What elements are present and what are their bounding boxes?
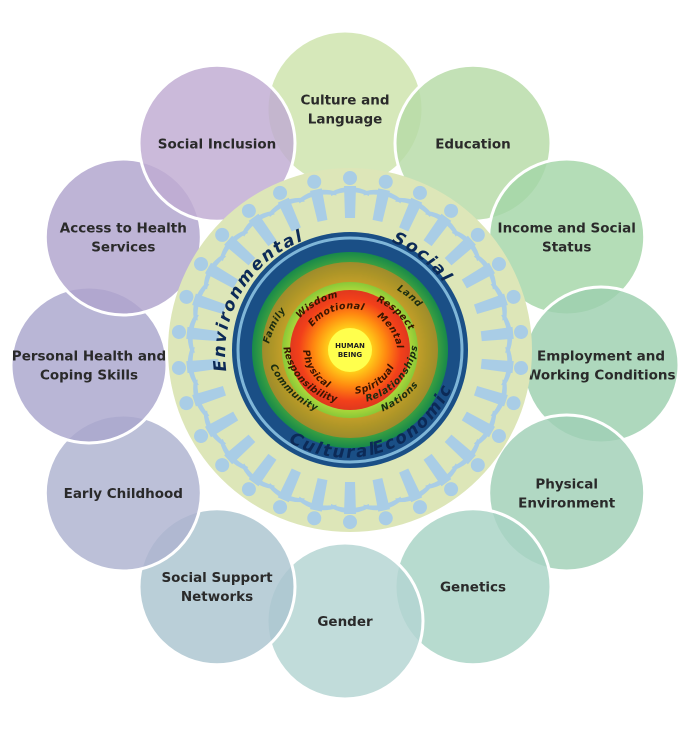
factor-social-inclusion: Social Inclusion xyxy=(137,63,297,223)
person-figure xyxy=(473,379,521,417)
factor-label-employment-and-working-conditions-line-2: Working Conditions xyxy=(526,368,675,384)
factor-circle-social-inclusion xyxy=(137,63,297,223)
factor-label-physical-environment-line-2: Environment xyxy=(518,496,616,512)
factor-genetics: Genetics xyxy=(393,507,553,667)
person-figure xyxy=(179,283,227,321)
person-figure xyxy=(179,379,227,417)
factor-label-genetics-line-1: Genetics xyxy=(440,580,506,596)
factor-label-early-childhood-line-1: Early Childhood xyxy=(64,486,183,502)
center-label-line-2: BEING xyxy=(338,351,363,359)
factor-label-culture-and-language-line-2: Language xyxy=(308,112,383,128)
factor-early-childhood: Early Childhood xyxy=(43,413,203,573)
person-figure xyxy=(268,468,305,515)
factor-label-culture-and-language-line-1: Culture and xyxy=(300,93,389,109)
person-figure xyxy=(331,171,369,218)
central-emblem: Environmental Social Cultural Economic F… xyxy=(168,168,532,532)
factor-label-physical-environment-line-1: Physical xyxy=(535,477,598,493)
person-figure xyxy=(395,185,432,232)
factor-label-income-and-social-status-line-2: Status xyxy=(542,240,591,256)
person-figure xyxy=(171,314,220,353)
factor-label-social-support-networks-line-1: Social Support xyxy=(161,570,273,586)
person-figure xyxy=(268,185,305,232)
values-ring xyxy=(262,262,438,438)
person-figure xyxy=(480,314,529,353)
person-figure xyxy=(473,283,521,321)
factor-label-access-to-health-services-line-2: Services xyxy=(91,240,155,256)
person-figure xyxy=(363,478,402,526)
factor-label-gender-line-1: Gender xyxy=(317,614,373,630)
person-figure xyxy=(480,347,529,386)
person-figure xyxy=(241,203,277,247)
person-figure xyxy=(171,347,220,386)
person-figure xyxy=(298,478,337,526)
factor-label-education-line-1: Education xyxy=(435,136,511,152)
person-figure xyxy=(461,410,506,446)
factor-label-access-to-health-services-line-1: Access to Health xyxy=(60,221,187,237)
factor-label-personal-health-and-coping-skills-line-1: Personal Health and xyxy=(12,349,166,365)
outer-ring-highlight xyxy=(236,236,464,464)
person-figure xyxy=(298,174,337,222)
center-circle xyxy=(328,328,372,372)
linked-people-ring xyxy=(171,171,529,529)
factor-label-income-and-social-status-line-1: Income and Social xyxy=(498,221,636,237)
person-figure xyxy=(363,174,402,222)
factor-label-personal-health-and-coping-skills-line-2: Coping Skills xyxy=(40,368,138,384)
center-label-line-1: HUMAN xyxy=(335,342,365,350)
factor-label-employment-and-working-conditions-line-1: Employment and xyxy=(537,349,665,365)
factor-label-social-inclusion-line-1: Social Inclusion xyxy=(158,136,277,152)
factor-label-social-support-networks-line-2: Networks xyxy=(181,589,253,605)
person-figure xyxy=(331,482,369,529)
